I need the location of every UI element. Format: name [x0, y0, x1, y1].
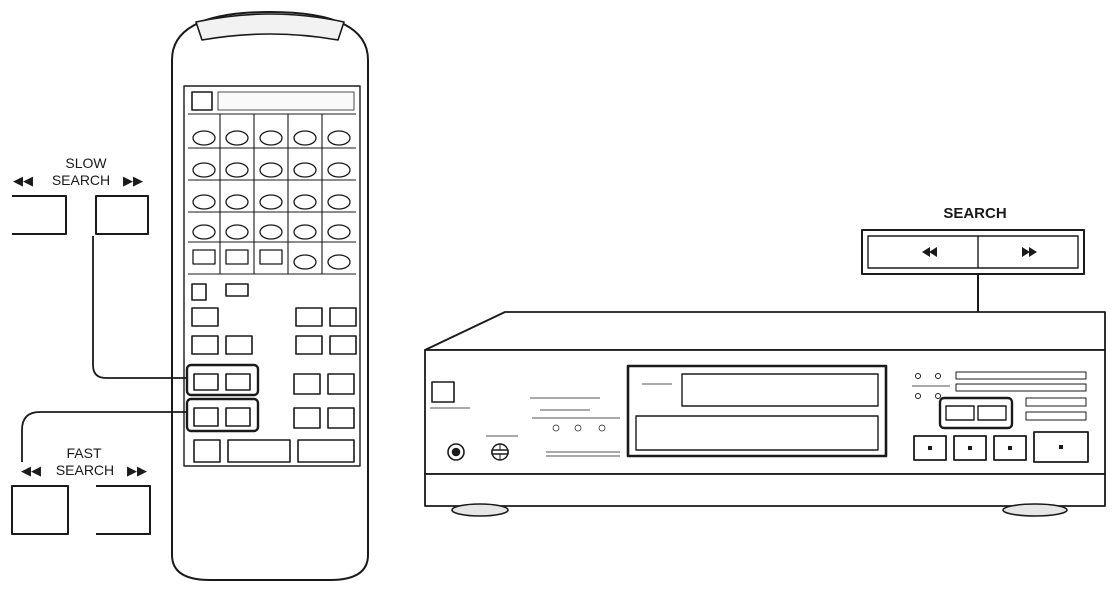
slow-forward-symbol: ▶▶ [123, 173, 143, 188]
remote-key [259, 249, 283, 265]
remote-key [225, 194, 249, 210]
fast-forward-symbol: ▶▶ [127, 463, 147, 478]
numeric-keypad [188, 113, 356, 275]
remote-key [225, 162, 249, 178]
slow-rewind-symbol: ◀◀ [13, 173, 33, 188]
search-button-box [861, 229, 1085, 275]
remote-key [192, 249, 216, 265]
slow-label: SLOW [65, 155, 107, 171]
remote-key [225, 249, 249, 265]
fast-label: FAST [66, 445, 102, 461]
remote-key [192, 130, 216, 146]
remote-key [192, 162, 216, 178]
fast-search-buttons [11, 485, 151, 535]
fast-search-text: SEARCH [55, 462, 115, 478]
remote-control-icon [171, 11, 369, 581]
remote-key [293, 254, 317, 270]
slow-search-text: SEARCH [51, 172, 111, 188]
remote-key [259, 224, 283, 240]
remote-key [225, 224, 249, 240]
remote-key [259, 162, 283, 178]
remote-key [293, 224, 317, 240]
cd-player-icon [424, 311, 1106, 517]
remote-key [327, 254, 351, 270]
remote-key [293, 130, 317, 146]
fast-forward-icon [1022, 247, 1037, 257]
remote-key [293, 194, 317, 210]
remote-key [225, 130, 249, 146]
fast-rewind-symbol: ◀◀ [21, 463, 41, 478]
remote-key [259, 194, 283, 210]
remote-key [192, 194, 216, 210]
search-label: SEARCH [943, 205, 1007, 222]
slow-search-buttons [12, 195, 149, 235]
remote-key [327, 194, 351, 210]
remote-key [192, 224, 216, 240]
remote-key [327, 162, 351, 178]
remote-key [327, 130, 351, 146]
remote-key [259, 130, 283, 146]
remote-key [327, 224, 351, 240]
remote-key [293, 162, 317, 178]
rewind-icon [922, 247, 937, 257]
